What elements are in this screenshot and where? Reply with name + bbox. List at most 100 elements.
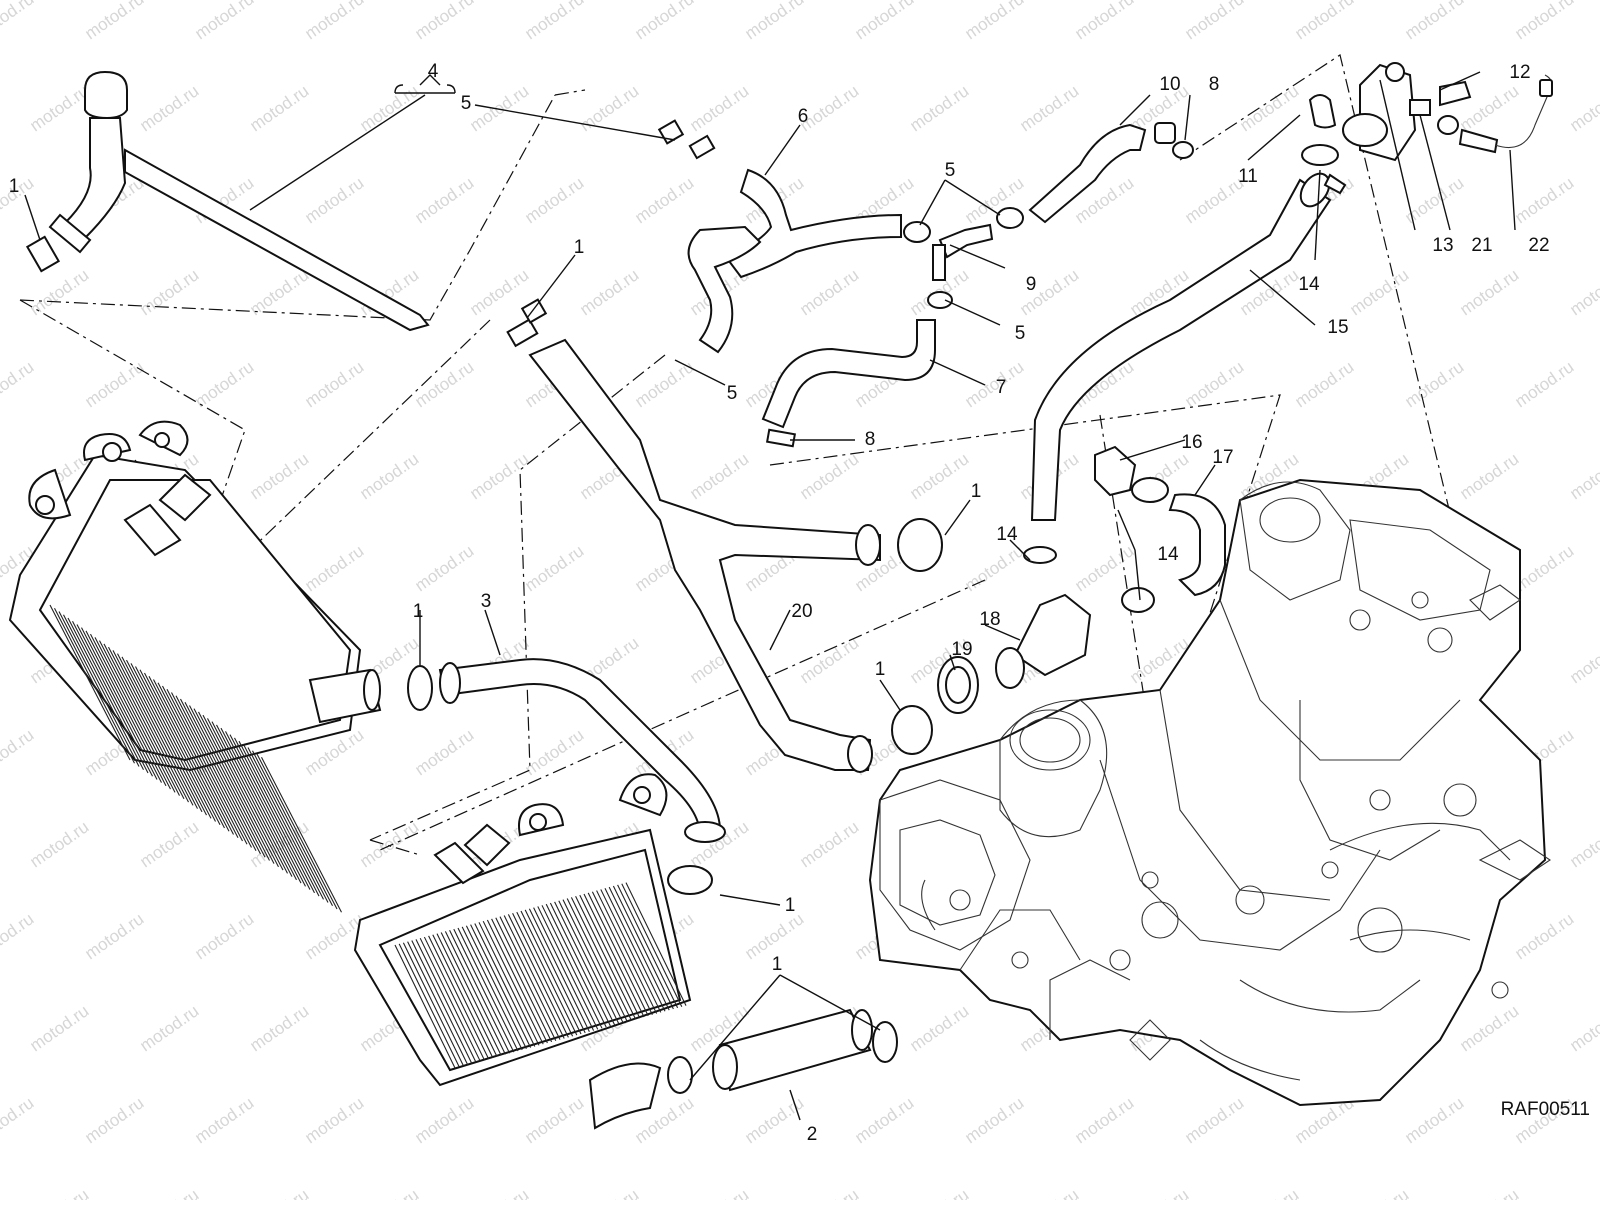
radiator-fin	[243, 744, 324, 900]
radiator-fin	[67, 617, 149, 774]
watermark-text: motod.ru	[1566, 1185, 1600, 1200]
radiator-fin	[579, 894, 641, 1019]
radiator-fin	[495, 917, 557, 1042]
radiator-fin	[407, 941, 469, 1065]
watermark-text: motod.ru	[301, 1093, 367, 1147]
radiator-fin	[81, 627, 162, 783]
radiator-fin	[180, 698, 261, 855]
radiator-fin	[229, 734, 311, 890]
watermark-text: motod.ru	[301, 541, 367, 595]
watermark-text: motod.ru	[191, 357, 257, 411]
watermark-text: motod.ru	[0, 1093, 37, 1147]
radiator-fin	[428, 935, 490, 1060]
radiator-fin	[440, 932, 502, 1056]
radiator-fin	[402, 942, 464, 1066]
watermark-text: motod.ru	[851, 0, 917, 43]
radiator-fin	[117, 653, 198, 809]
watermark-text: motod.ru	[411, 0, 477, 43]
radiator-fin	[423, 936, 485, 1061]
watermark-text: motod.ru	[1401, 173, 1467, 227]
watermark-text: motod.ru	[1346, 1185, 1412, 1200]
watermark-text: motod.ru	[0, 725, 37, 779]
watermark-text: motod.ru	[741, 1093, 807, 1147]
watermark-text: motod.ru	[631, 357, 697, 411]
radiator-fin	[461, 926, 523, 1051]
watermark-text: motod.ru	[81, 909, 147, 963]
radiator-fin	[261, 757, 342, 913]
watermark-text: motod.ru	[961, 1093, 1027, 1147]
radiator-fin	[604, 888, 666, 1012]
watermark-text: motod.ru	[0, 0, 37, 43]
radiator-fin	[54, 607, 135, 764]
radiator-fin	[470, 924, 532, 1048]
radiator-fin	[171, 692, 252, 848]
radiator-fin	[108, 646, 189, 803]
watermark-text: motod.ru	[1401, 357, 1467, 411]
watermark-text: motod.ru	[1511, 173, 1577, 227]
watermark-text: motod.ru	[1126, 1185, 1192, 1200]
watermark-text: motod.ru	[81, 0, 147, 43]
radiator-fin	[162, 685, 243, 842]
watermark-text: motod.ru	[411, 541, 477, 595]
watermark-text: motod.ru	[356, 449, 422, 503]
watermark-text: motod.ru	[1566, 81, 1600, 135]
part-2-hose	[712, 1008, 873, 1092]
radiator-fin	[126, 659, 207, 816]
part-4-pipe	[25, 70, 430, 332]
watermark-text: motod.ru	[796, 817, 862, 871]
radiator-fin	[148, 676, 230, 832]
watermark-text: motod.ru	[81, 1093, 147, 1147]
watermark-text: motod.ru	[1456, 449, 1522, 503]
watermark-text: motod.ru	[1566, 265, 1600, 319]
watermark-text: motod.ru	[26, 817, 92, 871]
watermark-text: motod.ru	[136, 81, 202, 135]
upper-radiator	[8, 420, 382, 913]
watermark-text: motod.ru	[906, 1185, 972, 1200]
watermark-text: motod.ru	[1566, 817, 1600, 871]
radiator-fin	[570, 897, 632, 1021]
watermark-text: motod.ru	[1346, 265, 1412, 319]
watermark-text: motod.ru	[1511, 909, 1577, 963]
callout-15: 15	[1327, 317, 1348, 338]
watermark-text: motod.ru	[356, 1185, 422, 1200]
radiator-fin	[625, 882, 687, 1006]
radiator-fin	[499, 916, 561, 1040]
watermark-text: motod.ru	[796, 265, 862, 319]
callout-2: 2	[807, 1124, 818, 1145]
watermark-text: motod.ru	[961, 541, 1027, 595]
callout-16: 16	[1181, 432, 1202, 453]
watermark-text: motod.ru	[1181, 0, 1247, 43]
callout-1: 1	[413, 601, 424, 622]
watermark-text: motod.ru	[26, 1001, 92, 1055]
watermark-text: motod.ru	[1181, 357, 1247, 411]
radiator-fin	[189, 705, 270, 861]
watermark-text: motod.ru	[246, 81, 312, 135]
radiator-fin	[457, 927, 519, 1052]
radiator-fin	[256, 753, 338, 910]
watermark-text: motod.ru	[521, 1093, 587, 1147]
callout-7: 7	[996, 377, 1007, 398]
watermark-text: motod.ru	[961, 0, 1027, 43]
part-7-hose	[761, 319, 936, 448]
watermark-text: motod.ru	[961, 357, 1027, 411]
watermark-text: motod.ru	[81, 357, 147, 411]
callout-19: 19	[951, 639, 972, 660]
radiator-fin	[524, 909, 586, 1034]
watermark-text: motod.ru	[1456, 1001, 1522, 1055]
radiator-fin	[225, 731, 306, 887]
callout-14: 14	[996, 524, 1018, 545]
radiator-fin	[166, 688, 248, 845]
radiator-fin	[76, 624, 158, 780]
hose-clamps	[407, 518, 943, 1094]
watermark-text: motod.ru	[466, 1185, 532, 1200]
watermark-text: motod.ru	[1511, 357, 1577, 411]
part-15-hose	[1030, 172, 1332, 521]
radiator-fin	[394, 944, 456, 1069]
radiator-fin	[415, 939, 477, 1063]
radiator-fin	[144, 672, 225, 829]
callout-8: 8	[1209, 74, 1220, 95]
watermark-text: motod.ru	[906, 81, 972, 135]
radiator-fin	[507, 914, 569, 1038]
radiator-fin	[503, 915, 565, 1039]
